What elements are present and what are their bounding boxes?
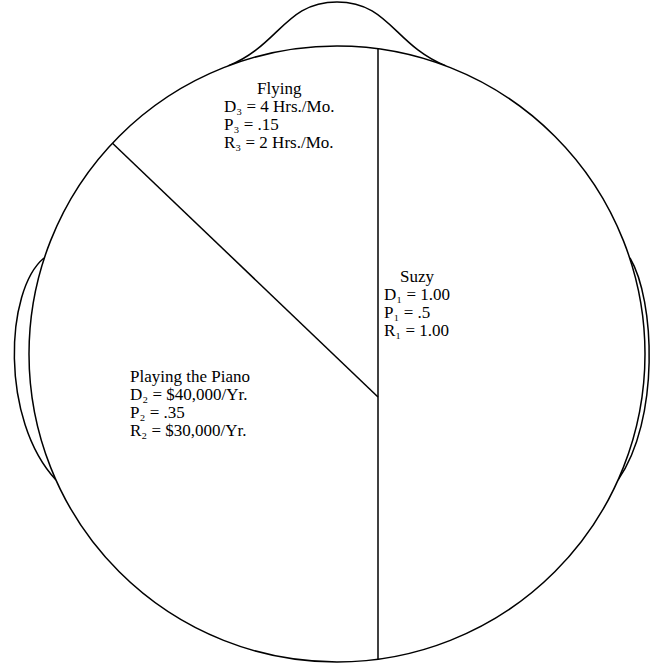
region-heading: Flying [224,80,334,98]
value-line: R₁ = 1.00 [384,322,450,340]
region-heading: Suzy [384,268,450,286]
divider-line [377,49,379,659]
value-line: D₂ = $40,000/Yr. [130,386,250,404]
divider-line [113,143,379,397]
value-line: D₃ = 4 Hrs./Mo. [224,98,334,116]
value-line: R₂ = $30,000/Yr. [130,422,250,440]
head-circle [29,46,645,662]
region-box: SuzyD₁ = 1.00P₁ = .5R₁ = 1.00 [380,266,454,342]
value-line: R₃ = 2 Hrs./Mo. [224,134,334,152]
region-heading: Playing the Piano [130,368,250,386]
value-line: P₃ = .15 [224,116,334,134]
value-line: D₁ = 1.00 [384,286,450,304]
value-line: P₁ = .5 [384,304,450,322]
region-box: Playing the PianoD₂ = $40,000/Yr.P₂ = .3… [126,366,254,442]
region-box: FlyingD₃ = 4 Hrs./Mo.P₃ = .15R₃ = 2 Hrs.… [220,78,338,154]
value-line: P₂ = .35 [130,404,250,422]
